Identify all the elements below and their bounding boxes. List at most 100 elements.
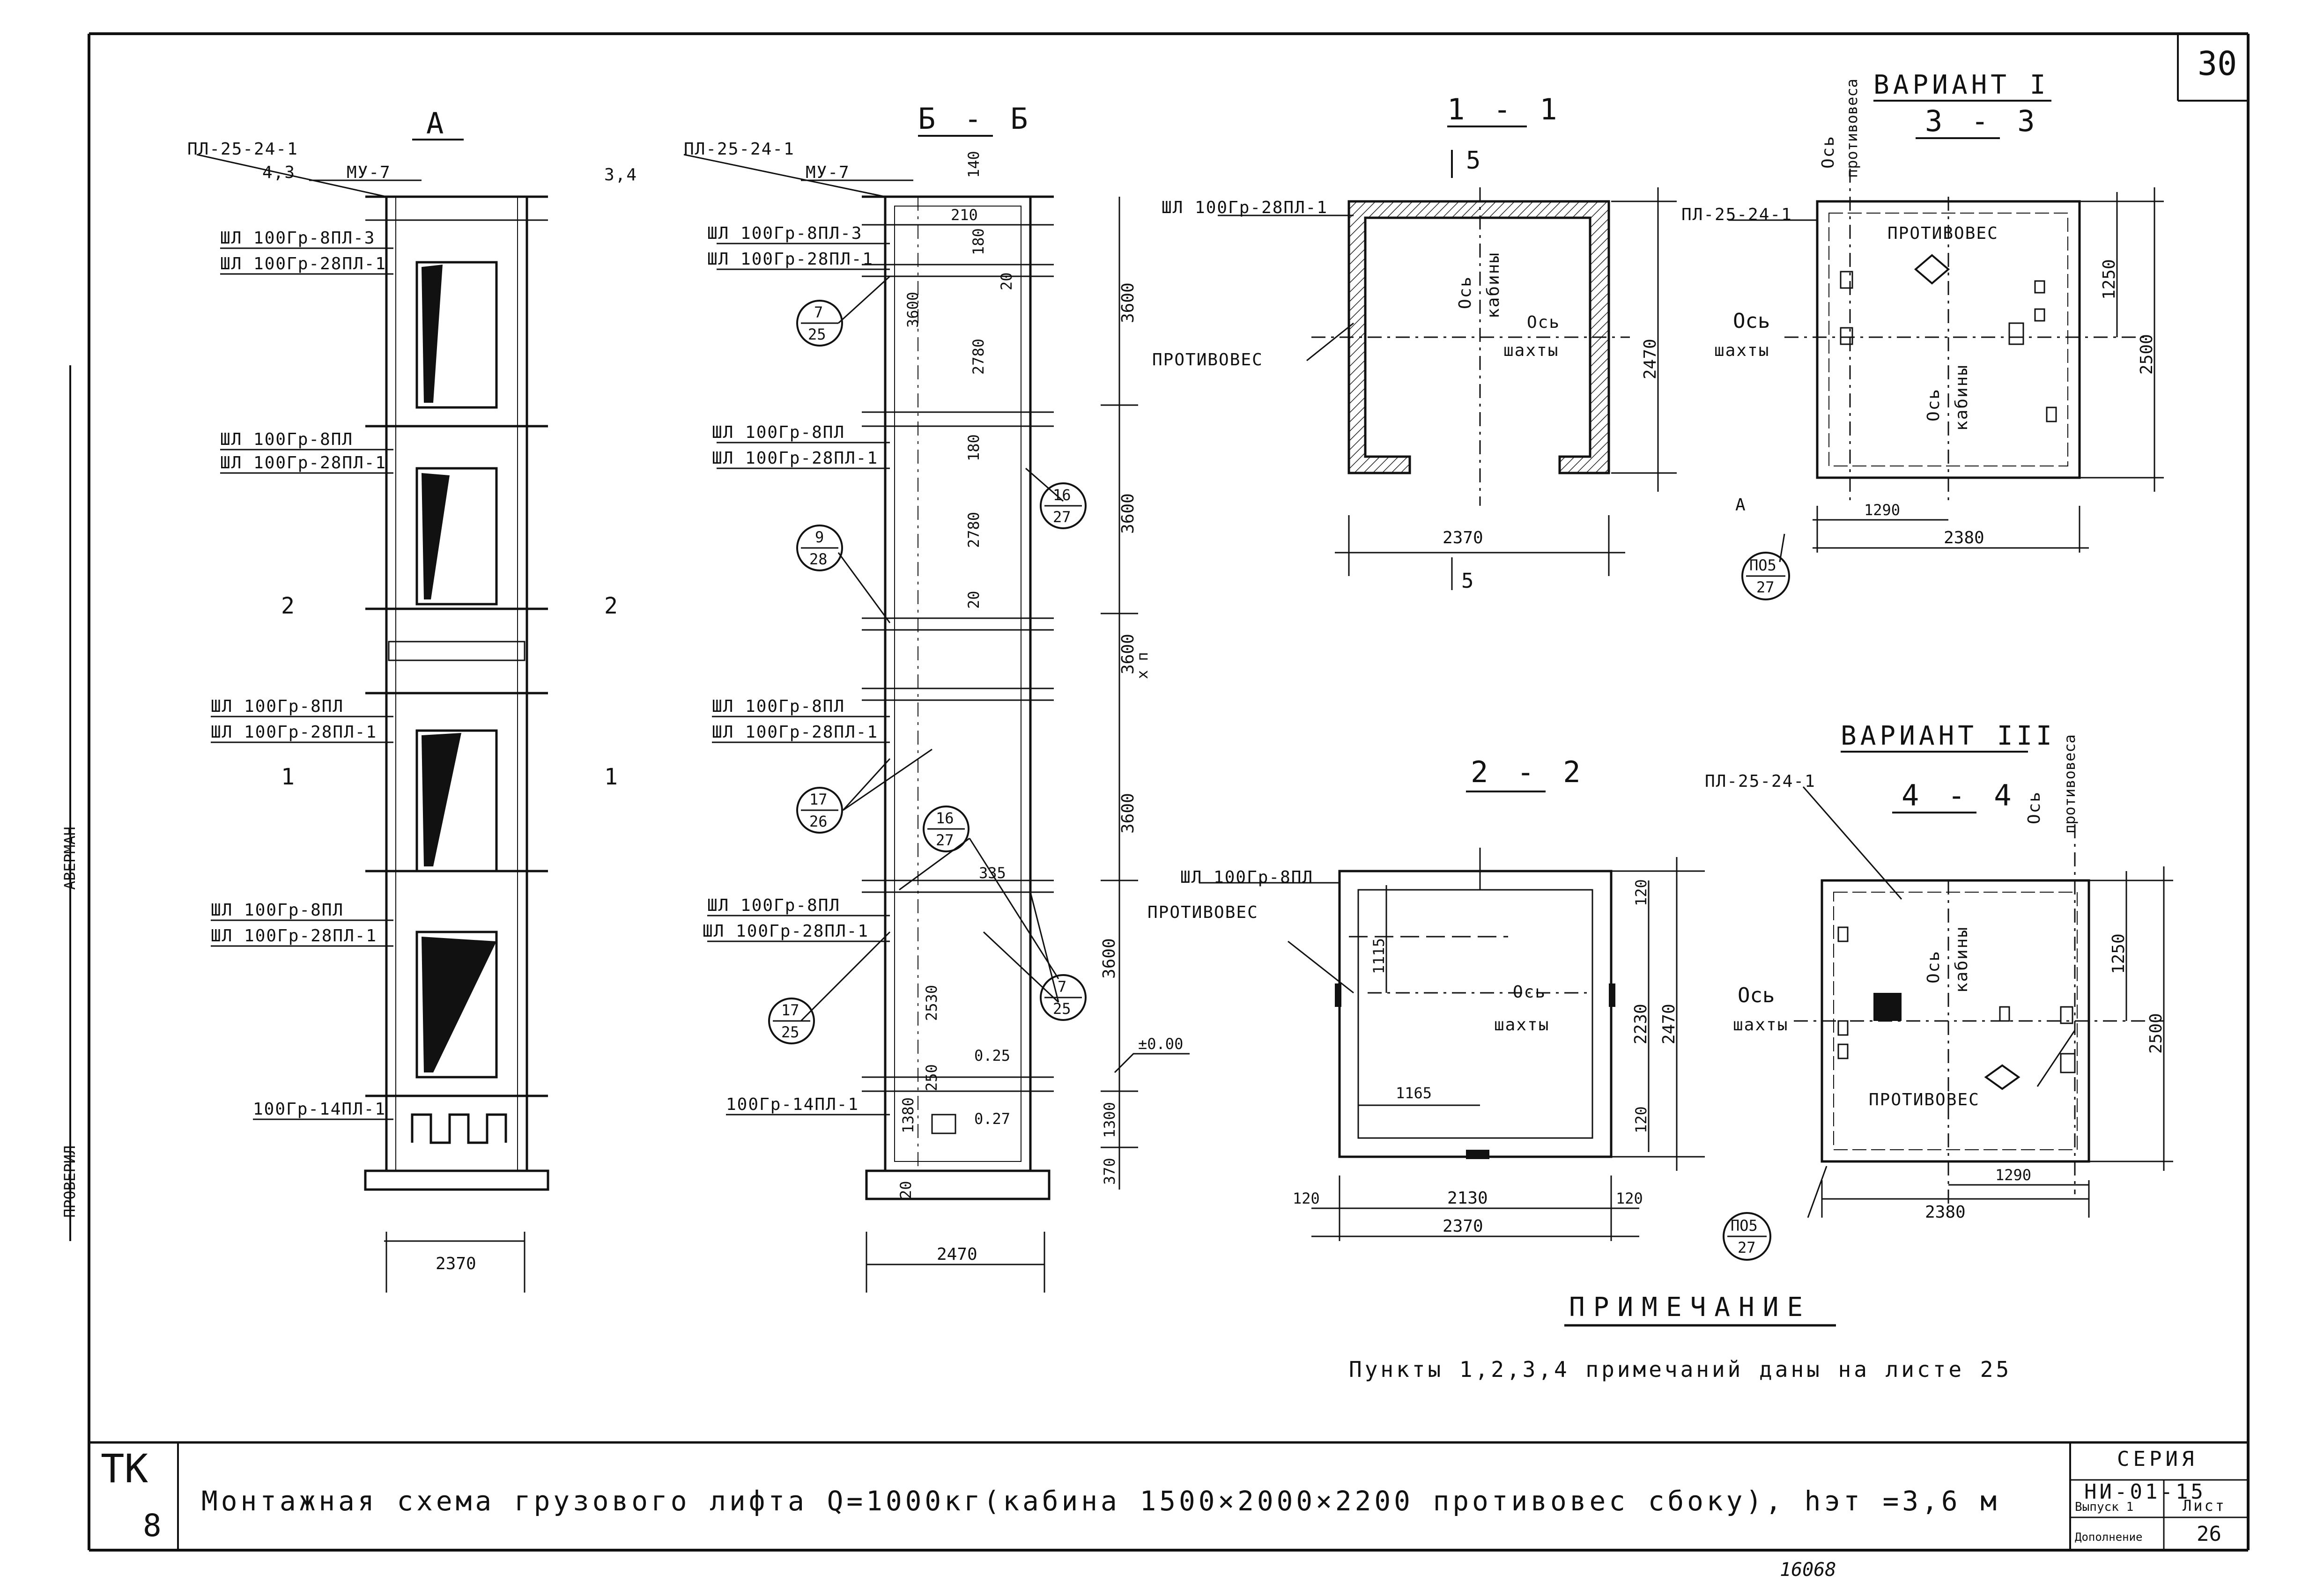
section-22-dim-2470: 2470 xyxy=(1659,1004,1679,1044)
variant-3-axis-1: Ось xyxy=(2025,791,2044,824)
note-title: ПРИМЕЧАНИЕ xyxy=(1569,1292,1811,1323)
svg-text:27: 27 xyxy=(1756,578,1775,596)
svg-text:9: 9 xyxy=(815,528,824,546)
variant-3-title: ВАРИАНТ III xyxy=(1841,721,2056,751)
view-a-title: А xyxy=(426,106,449,140)
section-11-title: 1 - 1 xyxy=(1447,92,1563,126)
view-bb-inner-180b: 180 xyxy=(965,434,983,461)
view-bb-top-block: МУ-7 xyxy=(806,163,850,182)
variant-3-shaft-axis-1: Ось xyxy=(1738,983,1775,1007)
view-bb-height-4: 3600 xyxy=(1118,793,1138,834)
svg-text:ПО5: ПО5 xyxy=(1731,1217,1758,1235)
view-a-level-mark: 3,4 xyxy=(604,165,637,185)
view-bb-label-6: ШЛ 100Гр-28ПЛ-1 xyxy=(712,723,878,742)
side-stamp-checked: ПРОВЕРИЛ xyxy=(61,1146,79,1218)
issue-label: Выпуск 1 xyxy=(2075,1500,2133,1514)
variant-3-dim-2500: 2500 xyxy=(2146,1013,2166,1054)
view-a-top-mark: 4,3 xyxy=(262,163,296,182)
view-bb-inner-027: 0.27 xyxy=(974,1110,1010,1128)
sheet-frame xyxy=(88,32,2250,1552)
variant-1-callout: ПО5 27 xyxy=(1741,552,1790,600)
svg-text:7: 7 xyxy=(814,303,823,321)
variant-1-dim-1250: 1250 xyxy=(2100,259,2119,300)
section-22-bottom-120a: 120 xyxy=(1293,1190,1320,1207)
view-a-label-9: 100Гр-14ПЛ-1 xyxy=(253,1100,386,1119)
callout-17-26: 17 26 xyxy=(796,787,843,834)
view-bb-dim-1300: 1300 xyxy=(1101,1102,1118,1138)
section-2-2: 2 - 2 ШЛ 100Гр-8ПЛ xyxy=(1147,755,1705,1241)
variant-1-axis-2: противовеса xyxy=(1843,79,1861,178)
view-a-width: 2370 xyxy=(436,1254,476,1273)
view-bb-label-1: ШЛ 100Гр-8ПЛ-3 xyxy=(707,224,862,243)
callout-9-28: 9 28 xyxy=(796,525,843,571)
view-bb-top-panel: ПЛ-25-24-1 xyxy=(684,140,795,159)
variant-1-cabin-axis-1: Ось xyxy=(1924,388,1943,421)
svg-text:28: 28 xyxy=(809,550,828,568)
section-11-left-label: ШЛ 100Гр-28ПЛ-1 xyxy=(1162,198,1328,217)
sheet-value: 26 xyxy=(2197,1522,2221,1546)
sheet-label: Лист xyxy=(2183,1497,2226,1515)
variant-1-section: 3 - 3 xyxy=(1925,104,2041,138)
section-11-width: 2370 xyxy=(1443,528,1483,547)
view-a-label-7: ШЛ 100Гр-8ПЛ xyxy=(211,901,344,920)
tk-number: 8 xyxy=(143,1508,162,1544)
drawing-title: Монтажная схема грузового лифта Q=1000кг… xyxy=(201,1485,2000,1517)
view-bb-label-8: ШЛ 100Гр-28ПЛ-1 xyxy=(703,922,869,941)
section-22-shaft-axis-2: шахты xyxy=(1494,1015,1549,1035)
side-stamp-name: АВЕРМАН xyxy=(61,827,79,890)
view-a-cut-2-right: 2 xyxy=(604,593,618,619)
variant-3-dim-2380: 2380 xyxy=(1925,1203,1966,1222)
section-22-dim-1165: 1165 xyxy=(1396,1084,1432,1102)
callout-16-27-a: 16 27 xyxy=(1040,482,1087,529)
view-bb-inner-1380: 1380 xyxy=(899,1097,917,1133)
view-a-cut-1-left: 1 xyxy=(281,764,295,790)
note-text: Пункты 1,2,3,4 примечаний даны на листе … xyxy=(1349,1357,2012,1382)
view-bb-inner-335: 335 xyxy=(979,864,1006,882)
variant-3-dim-1250: 1250 xyxy=(2109,933,2128,974)
section-11-shaft-axis-1: Ось xyxy=(1527,313,1560,332)
view-bb-label-3: ШЛ 100Гр-8ПЛ xyxy=(712,423,845,442)
svg-text:27: 27 xyxy=(1738,1239,1756,1257)
variant-3-cabin-axis-2: кабины xyxy=(1952,926,1971,993)
section-11-depth: 2470 xyxy=(1641,339,1660,379)
callout-7-25-b: 7 25 xyxy=(1040,974,1087,1021)
section-22-total: 2370 xyxy=(1443,1217,1483,1236)
svg-text:16: 16 xyxy=(1053,486,1071,504)
view-bb-height-1: 3600 xyxy=(1118,282,1138,323)
side-stamp: ПРОВЕРИЛ АВЕРМАН xyxy=(61,365,79,1241)
svg-text:16: 16 xyxy=(936,809,954,827)
variant-1-panel: ПЛ-25-24-1 xyxy=(1681,205,1792,224)
view-bb-label-7: ШЛ 100Гр-8ПЛ xyxy=(707,896,840,915)
section-1-1: 1 - 1 5 ШЛ 100Гр-28ПЛ-1 ПРОТИВОВЕС Ось к… xyxy=(1152,92,1677,593)
view-bb-title: Б - Б xyxy=(918,102,1034,136)
view-bb-inner-210: 210 xyxy=(951,206,978,224)
section-22-bottom-2130: 2130 xyxy=(1447,1189,1488,1208)
view-bb-label-9: 100Гр-14ПЛ-1 xyxy=(726,1095,859,1114)
svg-text:ПО5: ПО5 xyxy=(1749,556,1776,574)
variant-3-panel: ПЛ-25-24-1 xyxy=(1705,772,1816,791)
note: ПРИМЕЧАНИЕ Пункты 1,2,3,4 примечаний дан… xyxy=(1349,1292,2012,1382)
section-11-cabin-axis-2: кабины xyxy=(1484,252,1503,318)
svg-text:27: 27 xyxy=(936,831,954,849)
section-11-cut-bottom: 5 xyxy=(1461,569,1474,593)
section-22-dim-120b: 120 xyxy=(1632,1106,1650,1133)
view-bb-inner-025: 0.25 xyxy=(974,1047,1010,1065)
view-bb-inner-3600: 3600 xyxy=(904,292,922,328)
view-a-top-panel: ПЛ-25-24-1 xyxy=(187,140,298,159)
view-bb-inner-20c: 20 xyxy=(897,1181,915,1199)
view-bb-inner-2530: 2530 xyxy=(923,985,940,1021)
variant-1-title: ВАРИАНТ I xyxy=(1873,70,2049,100)
view-bb-height-2: 3600 xyxy=(1118,493,1138,534)
view-a-top-block: МУ-7 xyxy=(347,163,391,182)
svg-text:17: 17 xyxy=(781,1001,799,1019)
view-bb-label-4: ШЛ 100Гр-28ПЛ-1 xyxy=(712,449,878,468)
view-bb-label-2: ШЛ 100Гр-28ПЛ-1 xyxy=(707,250,873,269)
archive-code: 16068 xyxy=(1780,1559,1836,1581)
svg-text:7: 7 xyxy=(1058,978,1066,996)
svg-text:26: 26 xyxy=(809,813,828,830)
variant-3-axis-2: противовеса xyxy=(2061,734,2079,834)
section-22-shaft-axis-1: Ось xyxy=(1513,983,1546,1002)
svg-text:25: 25 xyxy=(808,325,826,343)
section-22-left-label: ШЛ 100Гр-8ПЛ xyxy=(1180,868,1313,887)
